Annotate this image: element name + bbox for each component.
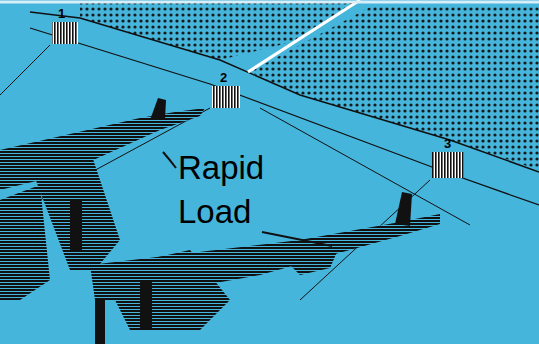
callout-number: 1	[58, 6, 78, 21]
leader-line	[262, 232, 332, 246]
callout-number: 3	[444, 136, 464, 151]
gate-jetway	[432, 152, 464, 178]
frame-line	[0, 1, 539, 4]
roof-divider	[248, 0, 360, 72]
apron-edge	[30, 28, 539, 205]
gate-jetway	[52, 22, 78, 44]
terminal-roof	[250, 6, 539, 170]
parking-line	[0, 45, 50, 95]
parking-line	[260, 108, 470, 225]
gate-jetway	[212, 86, 240, 108]
callout-number: 2	[220, 70, 240, 85]
airplane	[90, 192, 440, 344]
leader-line	[163, 152, 176, 168]
callout-label: Rapid Load	[178, 146, 278, 234]
